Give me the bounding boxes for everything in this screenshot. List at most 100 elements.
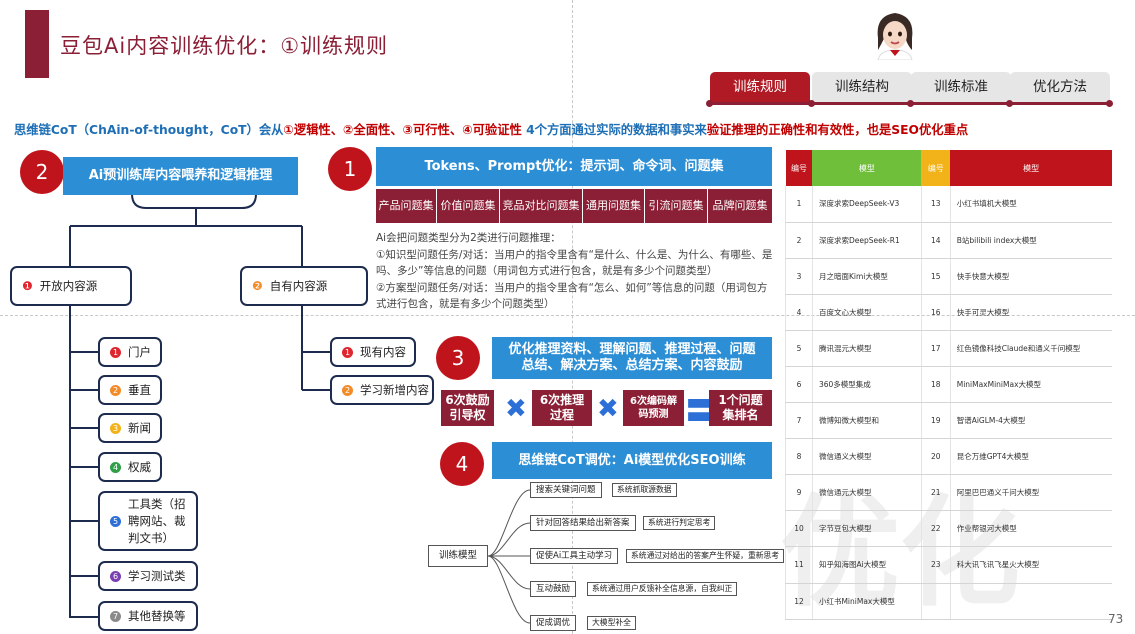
num-badge: ❶: [22, 279, 33, 293]
own-content-source: ❷ 自有内容源: [240, 266, 368, 306]
item-number: 2: [342, 384, 353, 396]
question-type: 价值问题集: [437, 189, 500, 223]
table-cell-number: 3: [785, 258, 813, 295]
section-2-badge: 2: [20, 150, 64, 194]
mindmap-root: 训练模型: [428, 545, 488, 567]
table-cell-model: 微信通元大模型: [811, 474, 922, 512]
question-type: 产品问题集: [376, 189, 437, 223]
mindmap-node: 互动鼓励: [530, 581, 577, 597]
tab-dot: [1006, 100, 1013, 107]
mindmap-node: 促成调优: [530, 615, 577, 631]
table-cell-number: 10: [785, 510, 813, 548]
open-source-item: 2 垂直: [98, 375, 162, 405]
tree-connectors: [69, 193, 330, 618]
formula-term: 6次推理过程: [532, 390, 592, 426]
tab-dot: [808, 100, 815, 107]
section-3-badge: 3: [436, 336, 480, 380]
open-source-item: 7 其他替换等: [98, 601, 198, 631]
tab-training-structure[interactable]: 训练结构: [812, 72, 912, 102]
table-cell-model: 腾讯混元大模型: [811, 330, 922, 367]
section-1-title: Tokens、Prompt优化：提示词、命令词、问题集: [376, 147, 772, 186]
item-number: 6: [110, 570, 121, 582]
table-cell-number: 7: [785, 402, 813, 440]
table-cell-number: 15: [920, 258, 951, 295]
table-cell-number: 9: [785, 474, 813, 512]
table-cell-model: 智谱AiGLM-4大模型: [949, 402, 1112, 440]
mindmap-leaf: 系统通过对给出的答案产生怀疑，重新思考: [626, 549, 785, 563]
mindmap-node: 针对回答结果给出新答案: [530, 515, 636, 531]
mindmap-leaf: 大模型补全: [587, 616, 636, 630]
table-cell-number: 5: [785, 330, 813, 367]
mindmap-node: 促使Ai工具主动学习: [530, 548, 619, 564]
mindmap-connectors: [487, 489, 531, 624]
table-cell-number: 20: [920, 438, 951, 476]
item-number: 1: [342, 346, 353, 358]
table-cell-model: 科大讯飞讯飞星火大模型: [949, 546, 1112, 584]
table-cell-number: 6: [785, 366, 813, 404]
table-cell-number: 21: [920, 474, 951, 512]
section-4-badge: 4: [440, 442, 484, 486]
table-cell-model: 深度求索DeepSeek-R1: [811, 222, 922, 259]
tab-dot: [1106, 100, 1113, 107]
open-content-source: ❶ 开放内容源: [10, 266, 132, 306]
horizontal-guide-line: [0, 315, 1135, 316]
item-number: 2: [110, 384, 121, 396]
item-number: 4: [110, 461, 121, 473]
title-accent-bar: [25, 10, 49, 78]
table-cell-number: 18: [920, 366, 951, 404]
formula-term: 6次编码解码预测: [623, 390, 684, 426]
table-cell-model: 微信通义大模型: [811, 438, 922, 476]
table-cell-model: 快手可灵大模型: [949, 294, 1112, 331]
item-number: 1: [110, 346, 121, 358]
tab-optimization-method[interactable]: 优化方法: [1010, 72, 1110, 102]
table-header: 模型: [950, 150, 1112, 186]
table-cell-model: 知乎知海图Ai大模型: [811, 546, 922, 584]
tab-bar: 训练规则 训练结构 训练标准 优化方法: [706, 72, 1113, 107]
section-2-title: Ai预训练库内容喂养和逻辑推理: [63, 157, 298, 195]
mindmap-leaf: 系统通过用户反馈补全信息源，自我纠正: [587, 582, 738, 596]
table-cell-model: 小红书MiniMax大模型: [811, 583, 922, 620]
table-cell-model: B站bilibili index大模型: [949, 222, 1112, 259]
multiply-icon: ✖: [505, 394, 527, 424]
table-header-row: 编号 模型 编号 模型: [785, 150, 1112, 186]
table-cell-number: 17: [920, 330, 951, 367]
open-source-item: 3 新闻: [98, 413, 162, 443]
cot-summary: 思维链CoT（ChAin-of-thought，CoT）会从①逻辑性、②全面性、…: [14, 123, 969, 137]
table-cell-model: 作业帮银河大模型: [949, 510, 1112, 548]
table-cell-model: 快手快意大模型: [949, 258, 1112, 295]
table-cell-model: 月之暗面Kimi大模型: [811, 258, 922, 295]
tab-training-standard[interactable]: 训练标准: [911, 72, 1011, 102]
table-cell-number: 22: [920, 510, 951, 548]
question-type: 通用问题集: [583, 189, 645, 223]
open-source-item: 1 门户: [98, 337, 162, 367]
page-title: 豆包Ai内容训练优化：①训练规则: [60, 34, 389, 58]
page-number: 73: [1108, 612, 1124, 626]
table-cell-number: 4: [785, 294, 813, 331]
table-cell-number: 19: [920, 402, 951, 440]
tab-dot: [907, 100, 914, 107]
table-cell-number: 16: [920, 294, 951, 331]
question-type: 引流问题集: [645, 189, 708, 223]
section-3-title: 优化推理资料、理解问题、推理过程、问题总结、解决方案、总结方案、内容鼓励: [492, 337, 772, 379]
formula-term: 6次鼓励引导权: [441, 390, 494, 426]
tab-training-rules[interactable]: 训练规则: [710, 72, 810, 102]
open-source-item: 4 权威: [98, 452, 162, 482]
avatar: [870, 8, 920, 61]
equals-icon: 〓: [686, 397, 713, 427]
section-4-title: 思维链CoT调优：Ai模型优化SEO训练: [492, 442, 772, 479]
open-source-item: 6 学习测试类: [98, 561, 198, 591]
mindmap-leaf: 系统进行判定思考: [643, 516, 716, 530]
table-cell-number: 23: [920, 546, 951, 584]
table-cell-number: [920, 583, 951, 620]
table-cell-number: 11: [785, 546, 813, 584]
